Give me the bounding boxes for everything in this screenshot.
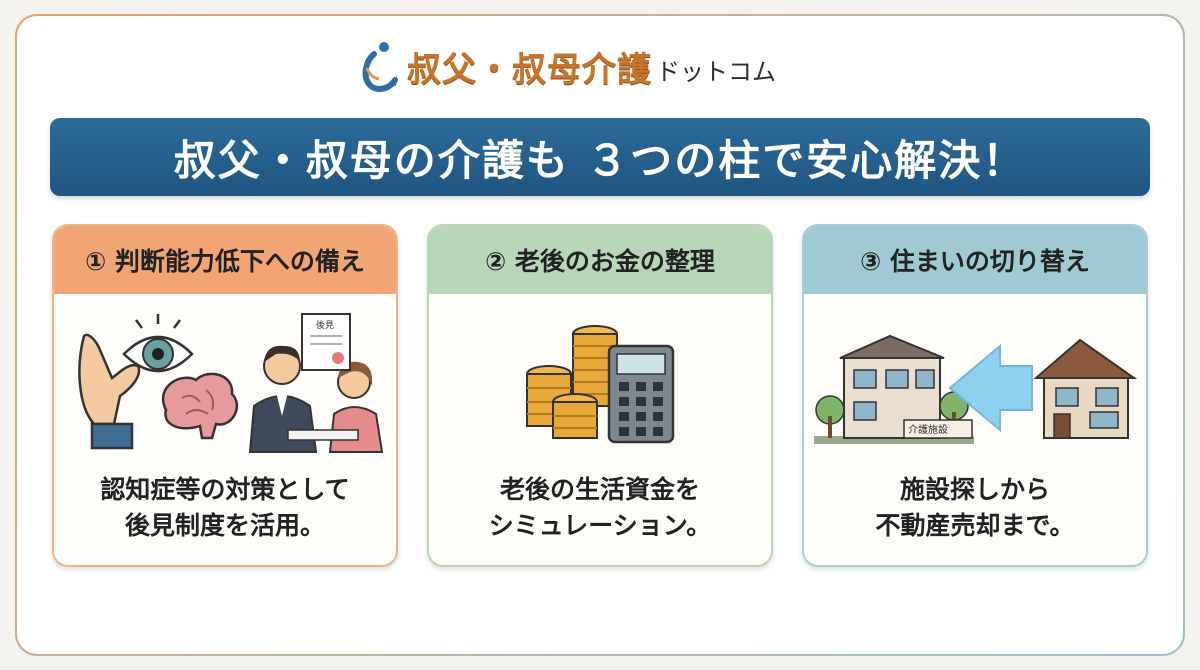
facility-label: 介護施設 — [908, 423, 948, 436]
card-title: ② 老後のお金の整理 — [429, 226, 771, 294]
logo-sub-text: ドットコム — [656, 57, 776, 86]
document-label: 後見 — [316, 319, 334, 331]
finance-illustration — [526, 325, 675, 444]
arrow-left-icon — [948, 343, 1033, 433]
facility-building-icon: 介護施設 — [814, 334, 974, 444]
card-description: 認知症等の対策として 後見制度を活用。 — [54, 472, 396, 544]
card-description: 施設探しから 不動産売却まで。 — [804, 472, 1146, 544]
headline-banner: 叔父・叔母の介護も ３つの柱で安心解決！ — [50, 118, 1150, 196]
card-description-line: 認知症等の対策として — [100, 475, 350, 504]
pillar-card-judgment[interactable]: ① 判断能力低下への備え — [52, 224, 398, 567]
coins-icon — [526, 325, 618, 439]
consultation-icon — [248, 345, 384, 453]
site-logo[interactable]: 叔父・叔母介護 ドットコム — [355, 38, 776, 94]
card-description-line: 後見制度を活用。 — [124, 511, 325, 540]
logo-mark-icon — [362, 42, 398, 92]
headline-text: 叔父・叔母の介護も ３つの柱で安心解決！ — [173, 135, 1027, 185]
calculator-icon — [607, 344, 675, 444]
eye-icon — [122, 314, 194, 373]
card-description-line: シミュレーション。 — [488, 511, 712, 540]
pillar-card-finance[interactable]: ② 老後のお金の整理 — [427, 224, 773, 567]
judgment-illustration: 後見 — [78, 313, 384, 453]
logo-main-text: 叔父・叔母介護 — [407, 49, 652, 90]
brain-icon — [162, 372, 239, 440]
card-description-line: 老後の生活資金を — [499, 475, 700, 504]
card-title: ③ 住まいの切り替え — [804, 226, 1146, 294]
card-title: ① 判断能力低下への備え — [54, 226, 396, 294]
hand-icon — [78, 333, 141, 450]
document-icon: 後見 — [301, 313, 351, 371]
card-description-line: 施設探しから — [899, 475, 1050, 504]
house-icon — [1033, 338, 1138, 439]
housing-illustration: 介護施設 — [814, 334, 1138, 444]
card-description-line: 不動産売却まで。 — [875, 511, 1075, 540]
card-description: 老後の生活資金を シミュレーション。 — [429, 472, 771, 544]
pillar-card-housing[interactable]: ③ 住まいの切り替え 介護施設 施設 — [802, 224, 1148, 567]
